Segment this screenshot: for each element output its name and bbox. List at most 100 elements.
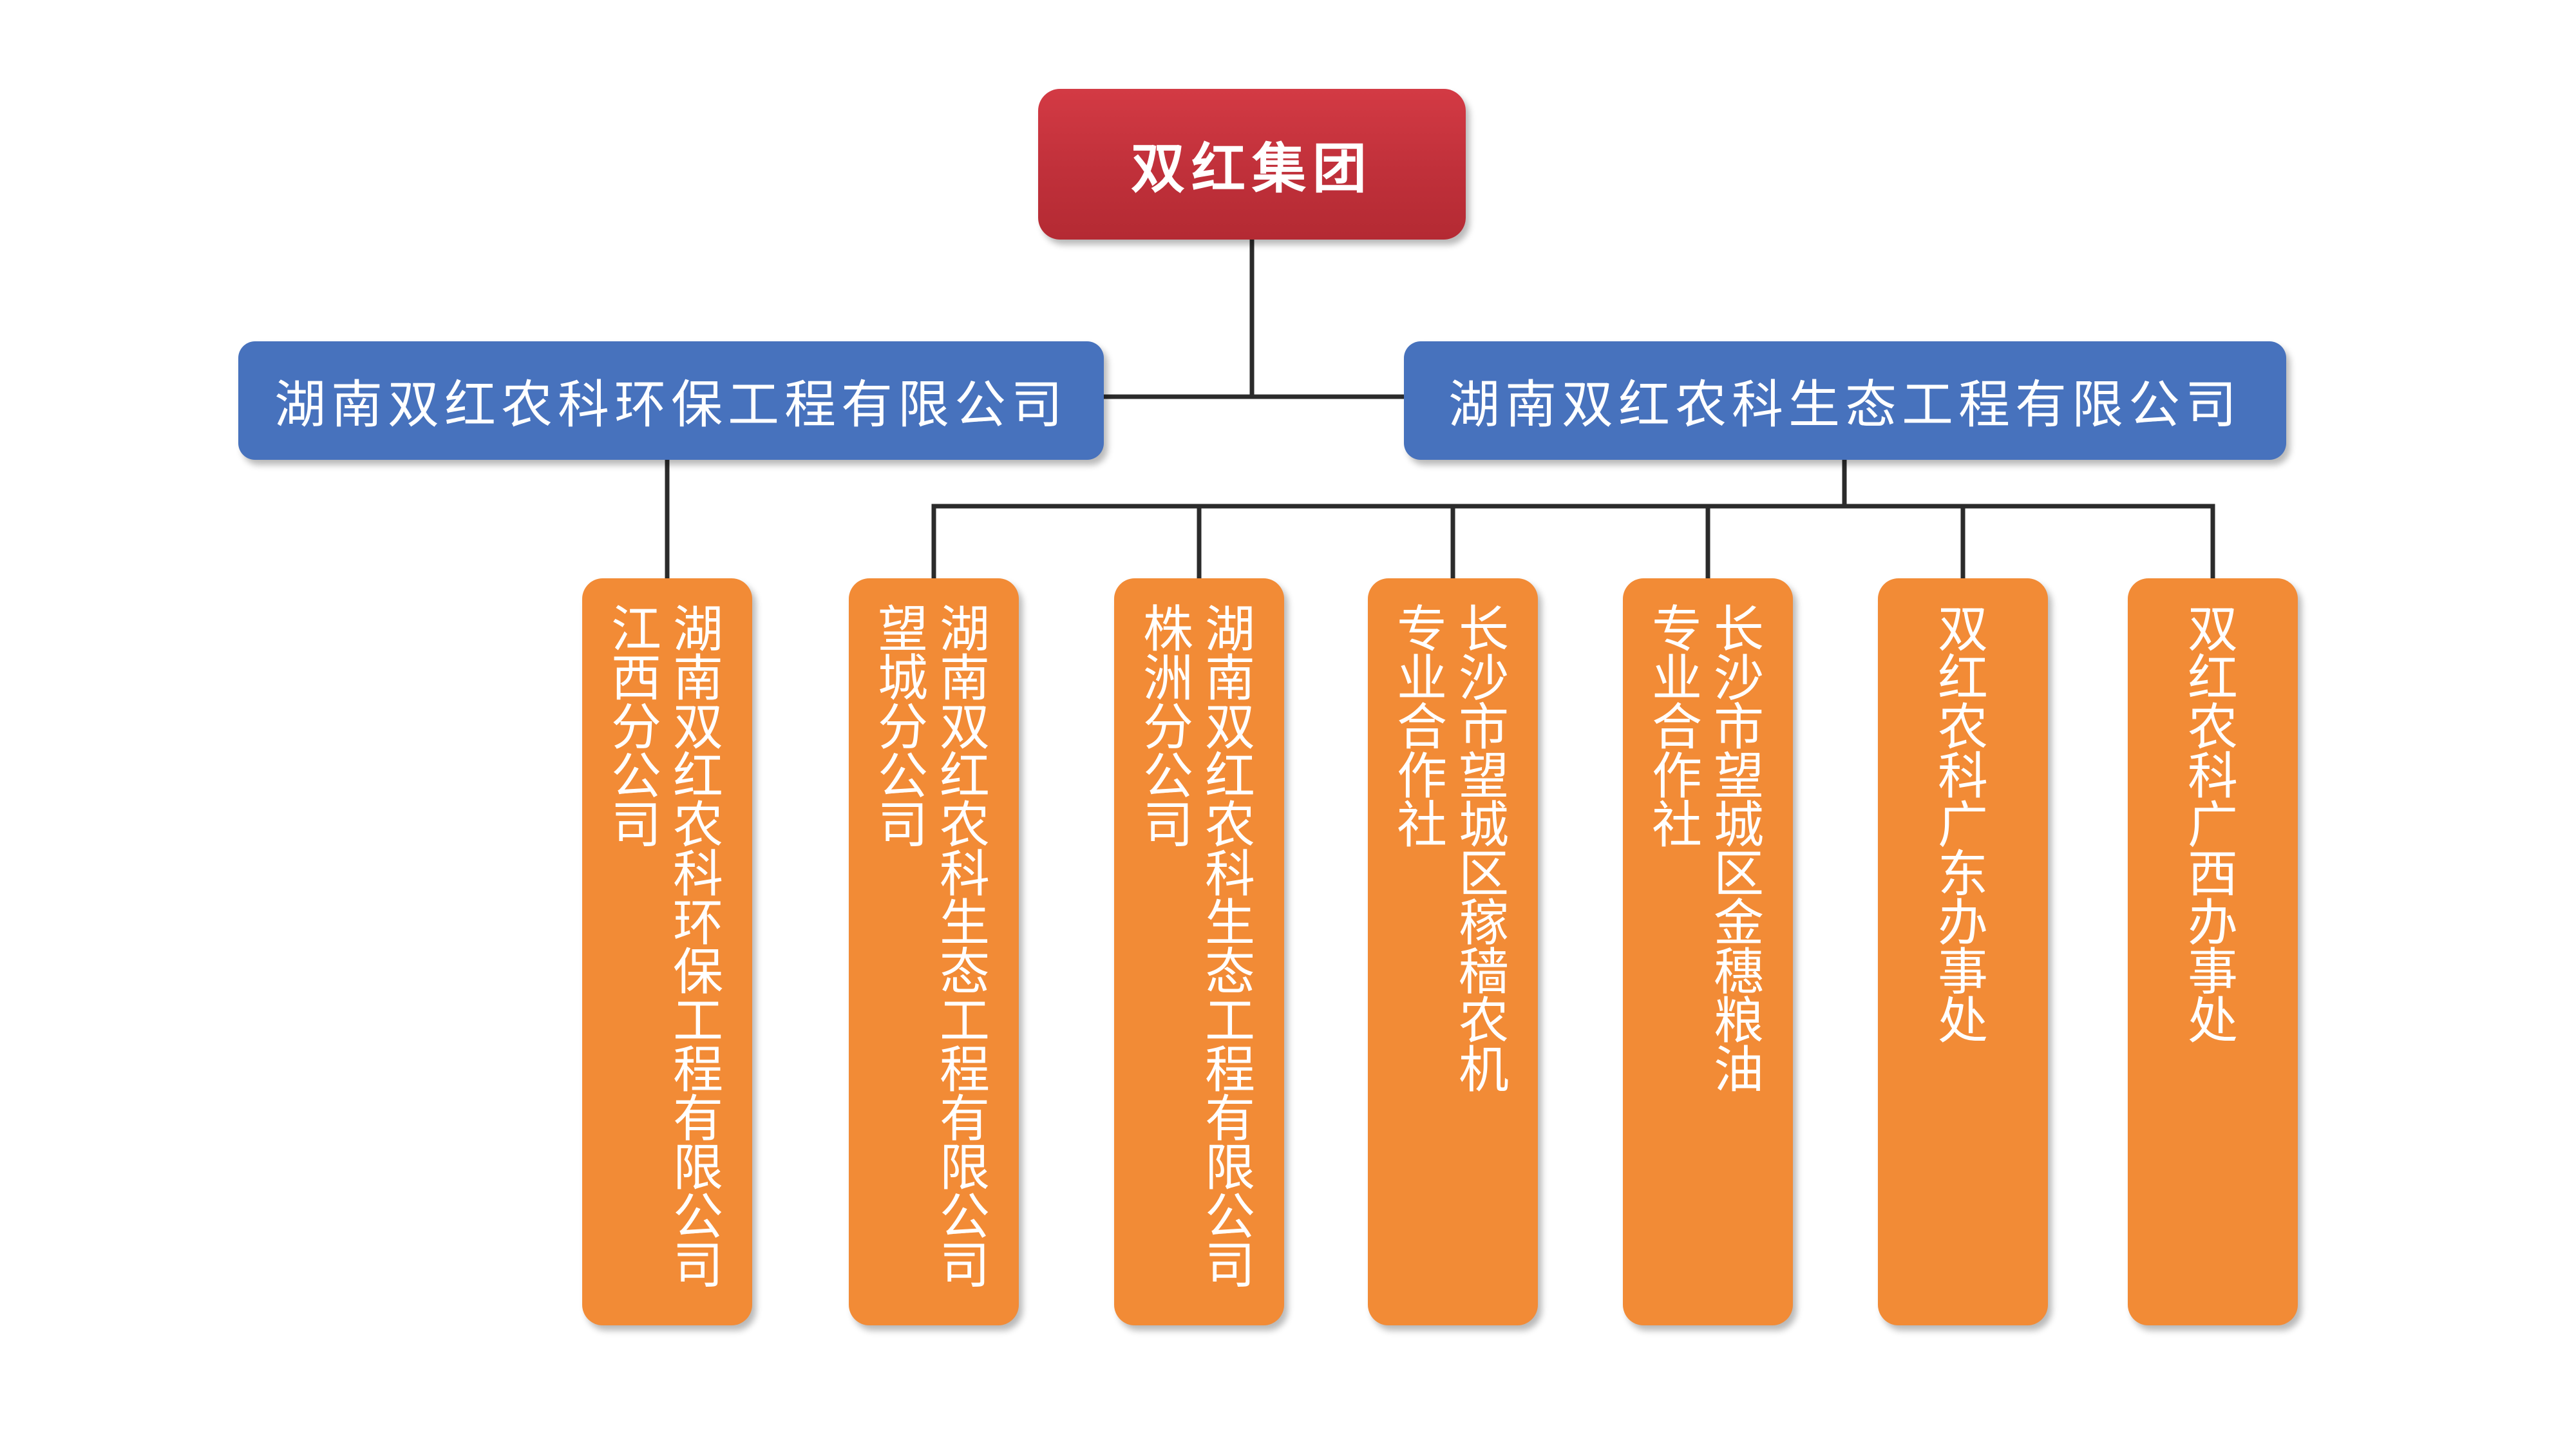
vertical-char: 望 [877,601,928,659]
vertical-char: 红 [2187,650,2238,708]
vertical-char: 司 [939,1237,990,1295]
vertical-char: 科 [672,846,723,904]
vertical-char: 南 [672,650,723,708]
vertical-char: 东 [1937,846,1988,904]
branch-text-column: 株洲分公司 [1142,601,1195,851]
vertical-char: 分 [611,699,661,757]
vertical-char: 农 [2187,699,2238,757]
vertical-char: 合 [1396,699,1447,757]
branch-text-column: 湖南双红农科生态工程有限公司 [1204,605,1256,1291]
vertical-char: 限 [939,1139,990,1197]
vertical-char: 油 [1713,1041,1764,1099]
vertical-char: 工 [1204,992,1255,1050]
vertical-char: 双 [1204,699,1255,757]
vertical-char: 事 [2187,943,2238,1001]
vertical-char: 双 [672,699,723,757]
branch-text-column: 双红农科广西办事处 [2186,605,2239,1046]
vertical-char: 环 [672,895,723,952]
vertical-char: 业 [1396,650,1447,708]
vertical-char: 红 [939,748,990,806]
vertical-char: 农 [939,797,990,855]
branch-text-column: 专业合作社 [1651,601,1703,855]
vertical-char: 穑 [1458,943,1509,1001]
branch-text-column: 长沙市望城区稼穑农机 [1457,605,1510,1095]
company-node-label: 湖南双红农科环保工程有限公司 [274,375,1068,435]
branch-text-column: 湖南双红农科环保工程有限公司 [672,605,724,1291]
vertical-char: 业 [1651,650,1702,708]
vertical-char: 司 [1204,1237,1255,1295]
root-node-group: 双红集团 [1038,89,1466,240]
vertical-char: 生 [939,895,990,952]
vertical-char: 洲 [1142,650,1193,708]
vertical-char: 科 [2187,748,2238,806]
vertical-char: 事 [1937,943,1988,1001]
vertical-char: 城 [877,650,928,708]
vertical-char: 株 [1142,601,1193,659]
company-node-label: 湖南双红农科生态工程有限公司 [1448,375,2242,435]
vertical-char: 望 [1458,748,1509,806]
vertical-char: 科 [939,846,990,904]
vertical-char: 城 [1458,797,1509,855]
vertical-char: 公 [939,1188,990,1246]
branch-node-guangxi-office: 双红农科广西办事处 [2128,578,2298,1325]
vertical-char: 广 [2187,797,2238,855]
branch-text-column: 湖南双红农科生态工程有限公司 [938,605,991,1291]
branch-text-column: 江西分公司 [610,605,663,855]
vertical-char: 社 [1651,797,1702,855]
company-node-ecological: 湖南双红农科生态工程有限公司 [1404,341,2286,460]
vertical-char: 农 [1937,699,1988,757]
vertical-char: 科 [1204,846,1255,904]
vertical-char: 专 [1651,601,1702,659]
vertical-char: 稼 [1458,895,1509,952]
vertical-char: 程 [1204,1041,1255,1099]
vertical-char: 公 [1204,1188,1255,1246]
vertical-char: 态 [1204,943,1255,1001]
branch-text-column: 长沙市望城区金穗粮油 [1712,605,1765,1095]
vertical-char: 长 [1458,601,1509,659]
vertical-char: 双 [1937,601,1988,659]
vertical-char: 红 [672,748,723,806]
vertical-char: 农 [1204,797,1255,855]
vertical-char: 南 [1204,650,1255,708]
vertical-char: 粮 [1713,992,1764,1050]
vertical-char: 长 [1713,601,1764,659]
vertical-char: 农 [672,797,723,855]
vertical-char: 保 [672,943,723,1001]
branch-text-column: 双红农科广东办事处 [1937,605,1989,1046]
vertical-char: 穗 [1713,943,1764,1001]
vertical-char: 限 [1204,1139,1255,1197]
vertical-char: 机 [1458,1041,1509,1099]
vertical-char: 程 [672,1041,723,1099]
vertical-char: 司 [611,797,661,855]
vertical-char: 司 [672,1237,723,1295]
vertical-char: 西 [2187,846,2238,904]
vertical-char: 处 [2187,992,2238,1050]
vertical-char: 区 [1713,846,1764,904]
branch-node-jiangxi: 湖南双红农科环保工程有限公司 江西分公司 [582,578,752,1325]
vertical-char: 湖 [939,601,990,659]
vertical-char: 沙 [1458,650,1509,708]
branch-node-jinsui-cooperative: 长沙市望城区金穗粮油 专业合作社 [1623,578,1793,1325]
vertical-char: 区 [1458,846,1509,904]
root-node-label: 双红集团 [1130,137,1373,200]
vertical-char: 限 [672,1139,723,1197]
vertical-char: 社 [1396,797,1447,855]
vertical-char: 湖 [672,601,723,659]
vertical-char: 红 [1204,748,1255,806]
vertical-char: 湖 [1204,601,1255,659]
vertical-char: 市 [1458,699,1509,757]
vertical-char: 工 [672,992,723,1050]
branch-text-column: 专业合作社 [1396,605,1448,855]
branch-node-jiase-cooperative: 长沙市望城区稼穑农机 专业合作社 [1368,578,1538,1325]
vertical-char: 红 [1937,650,1988,708]
vertical-char: 双 [2187,601,2238,659]
vertical-char: 西 [611,650,661,708]
vertical-char: 司 [877,797,928,855]
vertical-char: 农 [1458,992,1509,1050]
vertical-char: 态 [939,943,990,1001]
vertical-char: 办 [2187,895,2238,952]
vertical-char: 作 [1651,748,1702,806]
vertical-char: 有 [939,1090,990,1148]
vertical-char: 公 [1142,748,1193,806]
vertical-char: 作 [1396,748,1447,806]
